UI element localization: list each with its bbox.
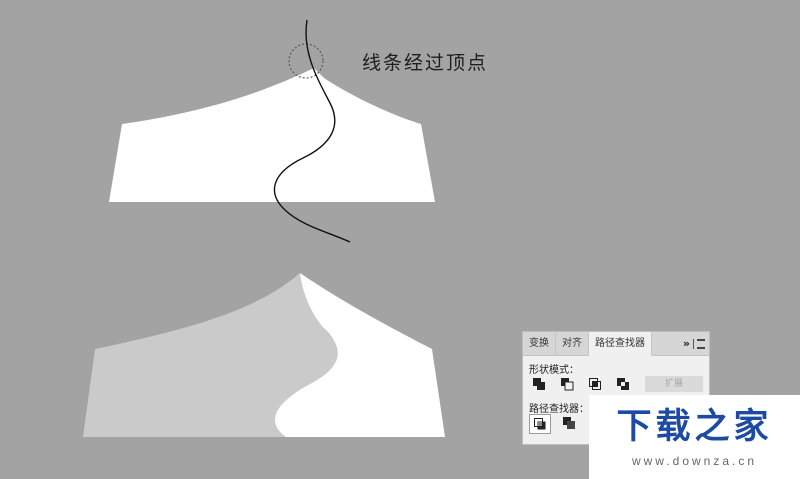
trim-icon[interactable] — [559, 414, 579, 432]
minus-front-icon[interactable] — [557, 375, 577, 393]
watermark-title: 下载之家 — [616, 407, 773, 447]
watermark-url: www.downza.cn — [631, 454, 758, 468]
tab-align[interactable]: 对齐 — [556, 332, 589, 355]
expand-button[interactable]: 扩展 — [645, 376, 703, 392]
shape-modes-row — [529, 375, 633, 393]
top-shape[interactable] — [109, 68, 435, 202]
pathfinders-label: 路径查找器： — [529, 404, 589, 415]
intersect-icon[interactable] — [585, 375, 605, 393]
cutting-line[interactable] — [273, 19, 351, 243]
tab-transform[interactable]: 变换 — [523, 332, 556, 355]
tab-pathfinder[interactable]: 路径查找器 — [589, 332, 652, 356]
divider — [693, 338, 694, 349]
exclude-icon[interactable] — [613, 375, 633, 393]
pathfinders-row — [529, 414, 579, 434]
panel-controls: » — [683, 332, 705, 355]
collapse-panel-icon[interactable]: » — [682, 337, 690, 350]
bottom-shape-left-part[interactable] — [83, 273, 338, 437]
panel-menu-icon[interactable] — [697, 338, 705, 349]
bottom-shape-right-part[interactable] — [274, 273, 445, 437]
shape-modes-label: 形状模式： — [529, 365, 579, 376]
divide-icon[interactable] — [529, 414, 551, 434]
watermark-logo: 下载之家 www.downza.cn — [589, 395, 800, 479]
panel-tabbar: 变换 对齐 路径查找器 » — [523, 332, 709, 356]
annotation-text: 线条经过顶点 — [362, 52, 489, 74]
apex-marker-circle — [288, 43, 324, 79]
unite-icon[interactable] — [529, 375, 549, 393]
